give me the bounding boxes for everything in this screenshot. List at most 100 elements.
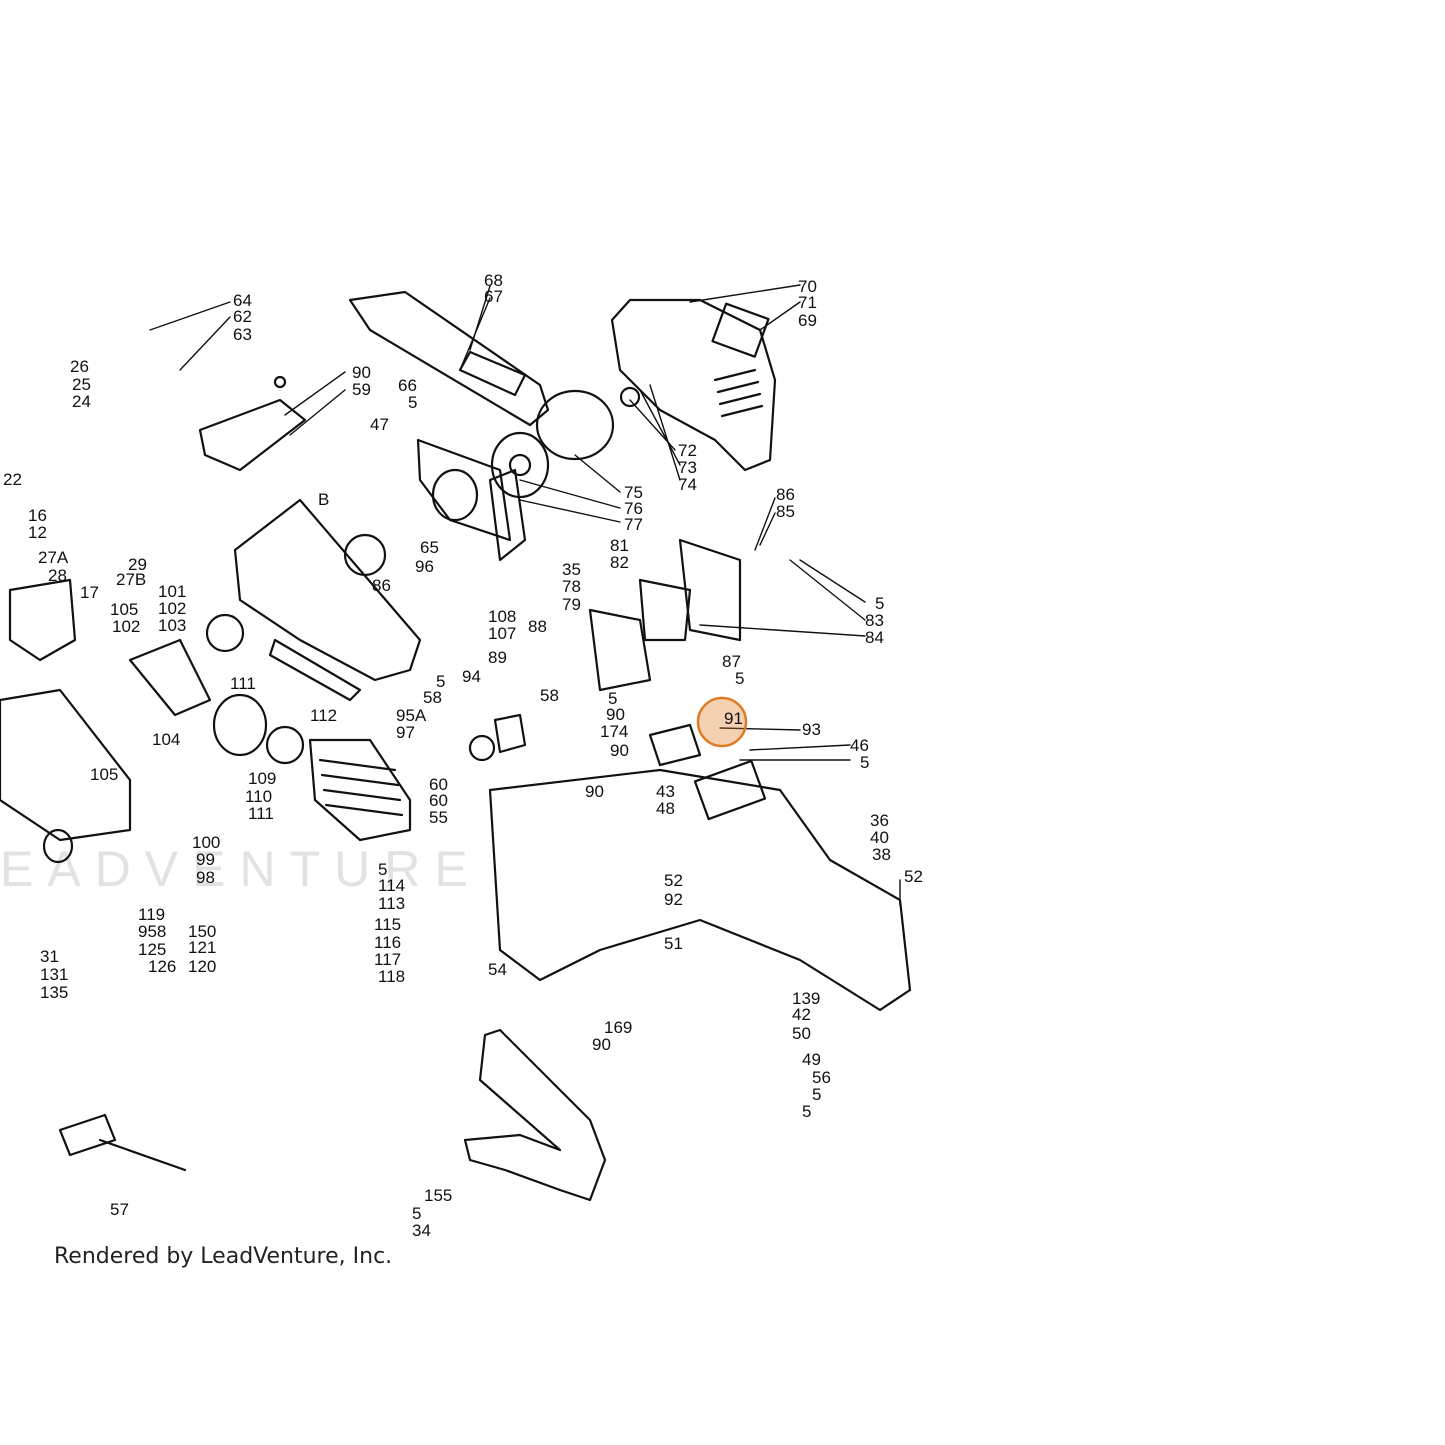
callout-74: 74 [678,475,697,494]
callout-104: 104 [152,730,180,749]
callout-62: 62 [233,307,252,326]
callout-25: 25 [72,375,91,394]
callout-111: 111 [248,804,274,823]
guide-bar [348,290,550,427]
callout-40: 40 [870,828,889,847]
callout-5: 5 [412,1204,421,1223]
callout-31: 31 [40,947,59,966]
callout-59: 59 [352,380,371,399]
callout-94: 94 [462,667,481,686]
callout-26: 26 [70,357,89,376]
callout-43: 43 [656,782,675,801]
callout-71: 71 [798,293,817,312]
callout-65: 65 [420,538,439,557]
callout-99: 99 [196,850,215,869]
callout-81: 81 [610,536,629,555]
callout-90: 90 [585,782,604,801]
callout-66: 66 [398,376,417,395]
callout-12: 12 [28,523,47,542]
callout-60: 60 [429,791,448,810]
callout-75: 75 [624,483,643,502]
callout-120: 120 [188,957,216,976]
callout-49: 49 [802,1050,821,1069]
crankcase [233,498,422,702]
callout-105: 105 [110,600,138,619]
callout-27B: 27B [116,570,146,589]
highlight-marker[interactable] [696,696,748,748]
callout-100: 100 [192,833,220,852]
clutch-drum [490,386,641,499]
callout-34: 34 [412,1221,431,1240]
callout-85: 85 [776,502,795,521]
callout-5: 5 [812,1085,821,1104]
callout-51: 51 [664,934,683,953]
callout-116: 116 [374,933,401,952]
callout-86: 86 [776,485,795,504]
callout-92: 92 [664,890,683,909]
callout-110: 110 [245,787,272,806]
callout-101: 101 [158,582,186,601]
callout-77: 77 [624,515,643,534]
callout-57: 57 [110,1200,129,1219]
callout-79: 79 [562,595,581,614]
callout-60: 60 [429,775,448,794]
callout-174: 174 [600,722,628,741]
callout-78: 78 [562,577,581,596]
side-plate [416,438,527,562]
callout-68: 68 [484,271,503,290]
callout-numbers: 707169686764626326252422161227A282927B17… [3,271,923,1240]
callout-131: 131 [40,965,68,984]
rear-handle [488,759,912,1012]
callout-56: 56 [812,1068,831,1087]
callout-97: 97 [396,723,415,742]
callout-107: 107 [488,624,516,643]
callout-72: 72 [678,441,697,460]
callout-111: 111 [230,674,256,693]
callout-52: 52 [904,867,923,886]
callout-67: 67 [484,287,503,306]
callout-24: 24 [72,392,91,411]
callout-958: 958 [138,922,166,941]
callout-73: 73 [678,458,697,477]
callout-5: 5 [860,753,869,772]
callout-5: 5 [378,860,387,879]
callout-115: 115 [374,915,401,934]
callout-54: 54 [488,960,507,979]
callout-91: 91 [724,709,743,728]
callout-5: 5 [802,1102,811,1121]
callout-42: 42 [792,1005,811,1024]
callout-90: 90 [592,1035,611,1054]
callout-5: 5 [875,594,884,613]
callout-88: 88 [528,617,547,636]
callout-96: 96 [415,557,434,576]
callout-103: 103 [158,616,186,635]
callout-29: 29 [128,555,147,574]
callout-28: 28 [48,566,67,585]
callout-90: 90 [352,363,371,382]
callout-108: 108 [488,607,516,626]
callout-93: 93 [802,720,821,739]
front-handle [463,1028,607,1202]
callout-118: 118 [378,967,405,986]
callout-B: B [318,490,329,509]
callout-125: 125 [138,940,166,959]
callout-69: 69 [798,311,817,330]
callout-5: 5 [608,689,617,708]
callout-150: 150 [188,922,216,941]
callout-50: 50 [792,1024,811,1043]
callout-112: 112 [310,706,337,725]
chain-guard [198,375,307,472]
callout-16: 16 [28,506,47,525]
callout-5: 5 [735,669,744,688]
callout-64: 64 [233,291,252,310]
callout-22: 22 [3,470,22,489]
callout-46: 46 [850,736,869,755]
callout-52: 52 [664,871,683,890]
callout-83: 83 [865,611,884,630]
callout-90: 90 [606,705,625,724]
callout-58: 58 [540,686,559,705]
callout-98: 98 [196,868,215,887]
callout-169: 169 [604,1018,632,1037]
callout-36: 36 [870,811,889,830]
